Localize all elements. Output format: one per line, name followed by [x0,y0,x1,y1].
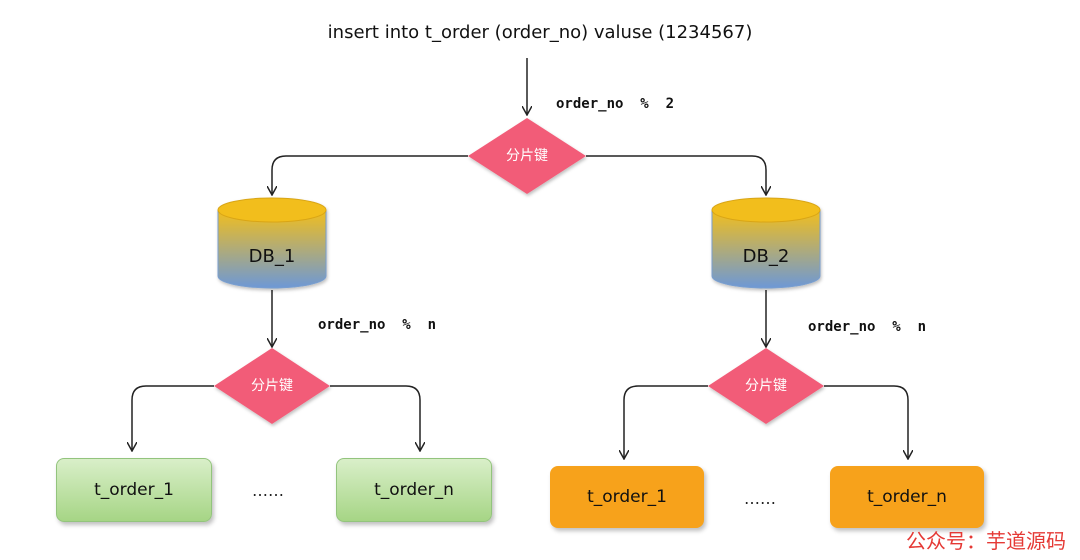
table-box-left-t-order-1: t_order_1 [56,458,212,522]
shard-key-diamond-right [708,348,824,424]
arrow-to-db1 [272,155,468,194]
table-box-left-t-order-n: t_order_n [336,458,492,522]
condition-top: order_no % 2 [556,96,675,112]
table-box-right-t-order-1: t_order_1 [550,466,704,528]
db-label-db1: DB_1 [248,246,296,267]
arrow-db2-to-t-order-n [824,385,908,458]
database-cylinder-db1 [217,197,327,289]
condition-left: order_no % n [318,317,437,333]
arrow-db2-to-t-order-1 [624,385,708,458]
table-label: t_order_1 [587,487,667,507]
sql-statement: insert into t_order (order_no) valuse (1… [327,22,753,43]
shard-key-label-left: 分片键 [251,378,293,394]
condition-right: order_no % n [808,319,927,335]
table-label: t_order_n [867,487,947,507]
shard-key-label-top: 分片键 [506,148,548,164]
arrow-db1-to-t-order-1 [132,385,214,450]
table-box-right-t-order-n: t_order_n [830,466,984,528]
database-cylinder-db2 [711,197,821,289]
ellipsis-right: …… [744,489,776,508]
shard-key-diamond-top [468,118,586,194]
table-label: t_order_n [374,480,454,500]
connectors [132,58,908,458]
db-label-db2: DB_2 [742,246,790,267]
shard-key-label-right: 分片键 [745,378,787,394]
watermark: 公众号：芋道源码 [906,529,1066,553]
table-label: t_order_1 [94,480,174,500]
shard-key-diamond-left [214,348,330,424]
ellipsis-left: …… [252,481,284,500]
arrow-db1-to-t-order-n [330,385,420,450]
arrow-to-db2 [586,155,766,194]
